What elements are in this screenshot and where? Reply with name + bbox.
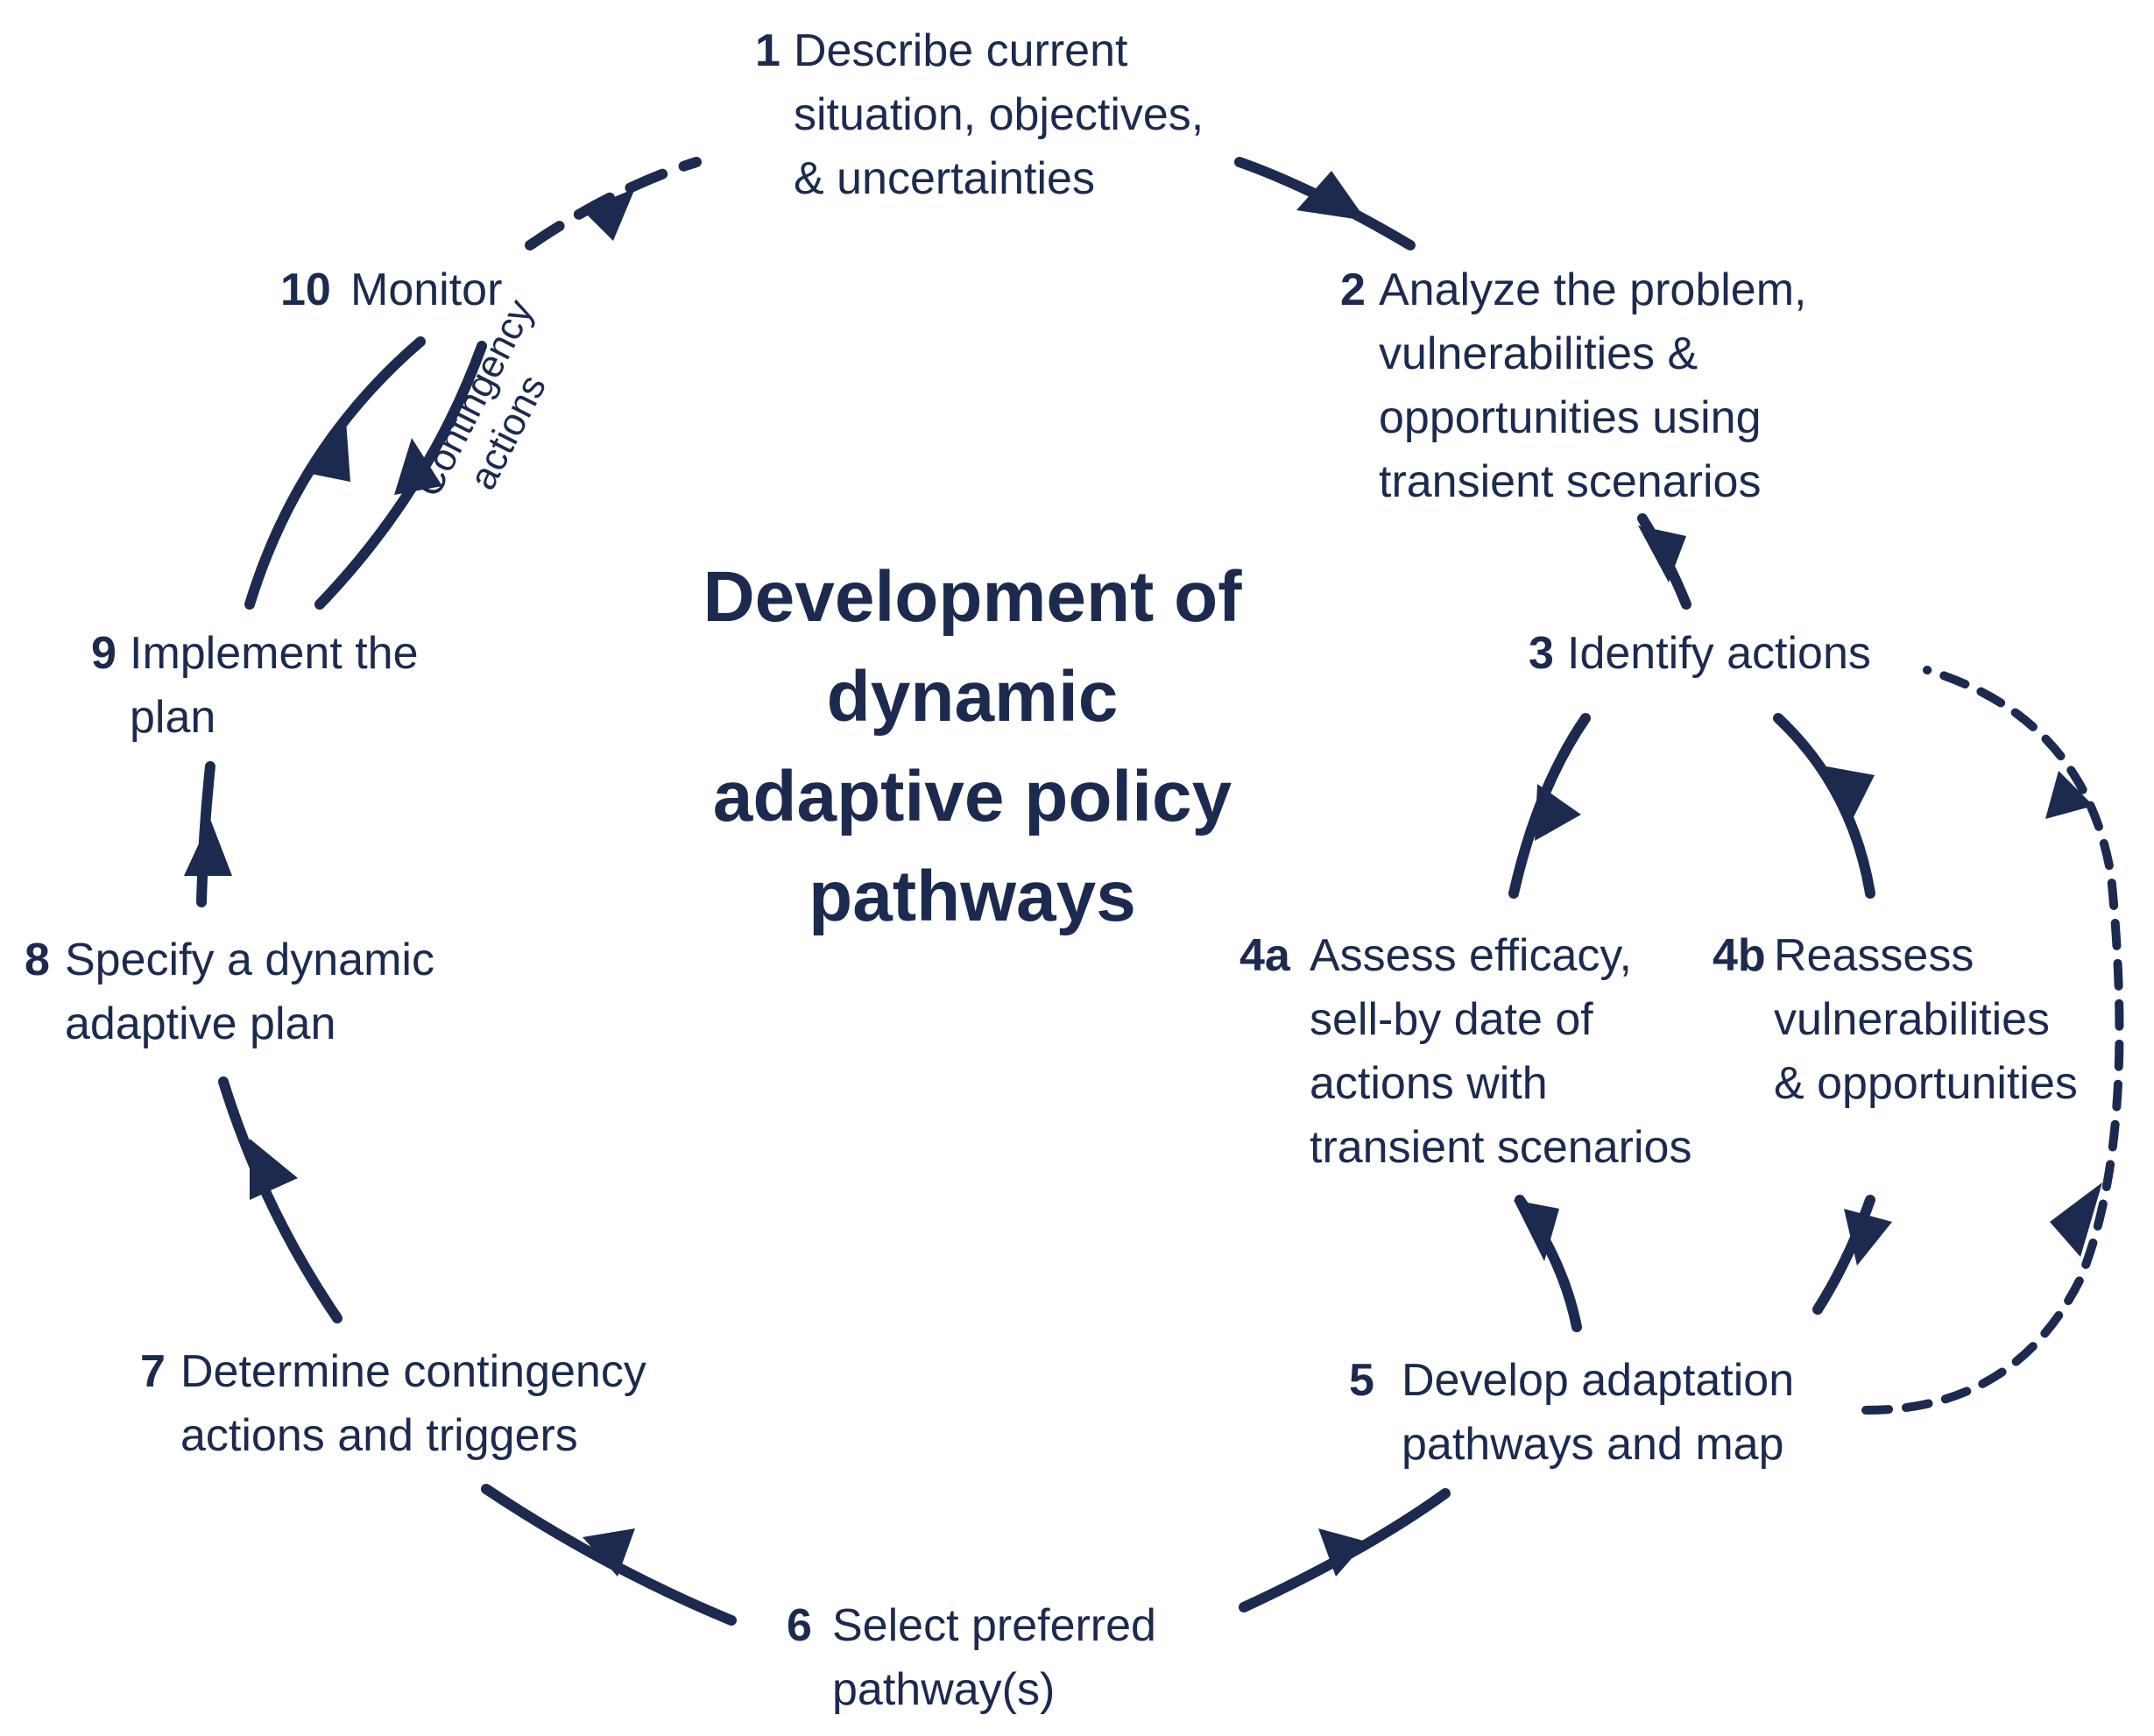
step-1-text: Describe current situation, objectives, … xyxy=(794,19,1204,211)
step-4b-text: Reassess vulnerabilities & opportunities xyxy=(1774,924,2078,1116)
step-5-line: pathways and map xyxy=(1402,1419,1784,1470)
step-10-line: Monitor xyxy=(350,265,503,315)
step-9-text: Implement the plan xyxy=(130,622,419,750)
arrowhead-9-to-10 xyxy=(307,420,350,482)
step-7-text: Determine contingency actions and trigge… xyxy=(180,1340,646,1468)
step-10-text: Monitor xyxy=(350,258,502,322)
arrow-5-to-3-dashed xyxy=(1861,666,2124,1415)
arrowhead-3-to-4b xyxy=(1826,766,1875,828)
step-2-number: 2 xyxy=(1340,265,1366,315)
arrowhead-8-to-9 xyxy=(184,819,232,876)
arrow-4b-to-5 xyxy=(1812,1195,1875,1315)
step-4a-text: Assess efficacy, sell-by date of actions… xyxy=(1310,924,1691,1180)
step-8-line: adaptive plan xyxy=(65,999,336,1049)
step-4a-line: actions with xyxy=(1310,1058,1548,1109)
step-10-number: 10 xyxy=(280,265,331,315)
step-5-line: Develop adaptation xyxy=(1402,1355,1795,1406)
arrowhead-7-to-8 xyxy=(250,1139,298,1200)
step-9-number: 9 xyxy=(91,628,117,679)
arrowhead-10-to-9 xyxy=(394,438,442,495)
arrowhead-10-to-1 xyxy=(583,188,635,241)
step-4b-line: vulnerabilities xyxy=(1774,994,2051,1045)
step-6-line: pathway(s) xyxy=(832,1664,1056,1715)
arrowhead-dashed-up xyxy=(2050,1182,2102,1257)
step-4a-line: sell-by date of xyxy=(1310,994,1593,1045)
arrowhead-1-to-2 xyxy=(1296,171,1367,221)
step-4a-line: transient scenarios xyxy=(1310,1122,1692,1173)
step-4b-line: Reassess xyxy=(1774,930,1974,981)
arrow-10-to-1-dashed xyxy=(525,157,702,251)
step-6-number: 6 xyxy=(787,1600,812,1651)
step-2-line: transient scenarios xyxy=(1379,456,1762,507)
step-2-line: Analyze the problem, xyxy=(1379,265,1807,315)
step-2-line: opportunities using xyxy=(1379,392,1762,443)
step-2-line: vulnerabilities & xyxy=(1379,328,1698,379)
step-4b-number: 4b xyxy=(1713,930,1766,981)
step-5-number: 5 xyxy=(1349,1355,1374,1406)
title-line-3: adaptive policy xyxy=(712,757,1232,836)
step-9-line: plan xyxy=(130,692,216,743)
step-8-line: Specify a dynamic xyxy=(65,935,434,985)
step-8-number: 8 xyxy=(25,935,50,985)
step-7-number: 7 xyxy=(140,1346,166,1397)
step-7-line: actions and triggers xyxy=(180,1410,578,1461)
title-line-2: dynamic xyxy=(826,657,1119,737)
step-3-number: 3 xyxy=(1529,628,1554,679)
step-6-text: Select preferred pathway(s) xyxy=(832,1594,1156,1722)
title-line-4: pathways xyxy=(809,857,1136,936)
arrowhead-dashed-top xyxy=(2045,771,2094,819)
arrowhead-3-to-4a xyxy=(1535,784,1581,841)
step-1-line: Describe current xyxy=(794,25,1128,76)
step-4a-number: 4a xyxy=(1239,930,1290,981)
step-9-line: Implement the xyxy=(130,628,419,679)
step-1-number: 1 xyxy=(755,25,780,76)
step-4a-line: Assess efficacy, xyxy=(1310,930,1632,981)
step-3-line: Identify actions xyxy=(1567,628,1871,679)
step-8-text: Specify a dynamic adaptive plan xyxy=(65,928,434,1056)
step-5-text: Develop adaptation pathways and map xyxy=(1402,1349,1794,1477)
arrow-7-to-8 xyxy=(218,1076,343,1323)
step-4b-line: & opportunities xyxy=(1774,1058,2078,1109)
step-7-line: Determine contingency xyxy=(180,1346,646,1397)
step-2-text: Analyze the problem, vulnerabilities & o… xyxy=(1379,258,1807,514)
arrowhead-6-to-7 xyxy=(583,1528,635,1577)
step-3-text: Identify actions xyxy=(1567,622,1871,686)
title-line-1: Development of xyxy=(703,557,1242,637)
step-6-line: Select preferred xyxy=(832,1600,1156,1651)
arrowhead-4b-to-5 xyxy=(1844,1209,1892,1266)
arrowhead-2-to-3 xyxy=(1638,526,1686,582)
diagram-title: Development of dynamic adaptive policy p… xyxy=(657,547,1288,947)
arrowhead-4a-to-5 xyxy=(1514,1200,1559,1261)
step-1-line: situation, objectives, xyxy=(794,89,1204,140)
arrowheads xyxy=(184,171,2102,1577)
step-1-line: & uncertainties xyxy=(794,153,1095,204)
arrowhead-5-to-6 xyxy=(1318,1528,1367,1577)
